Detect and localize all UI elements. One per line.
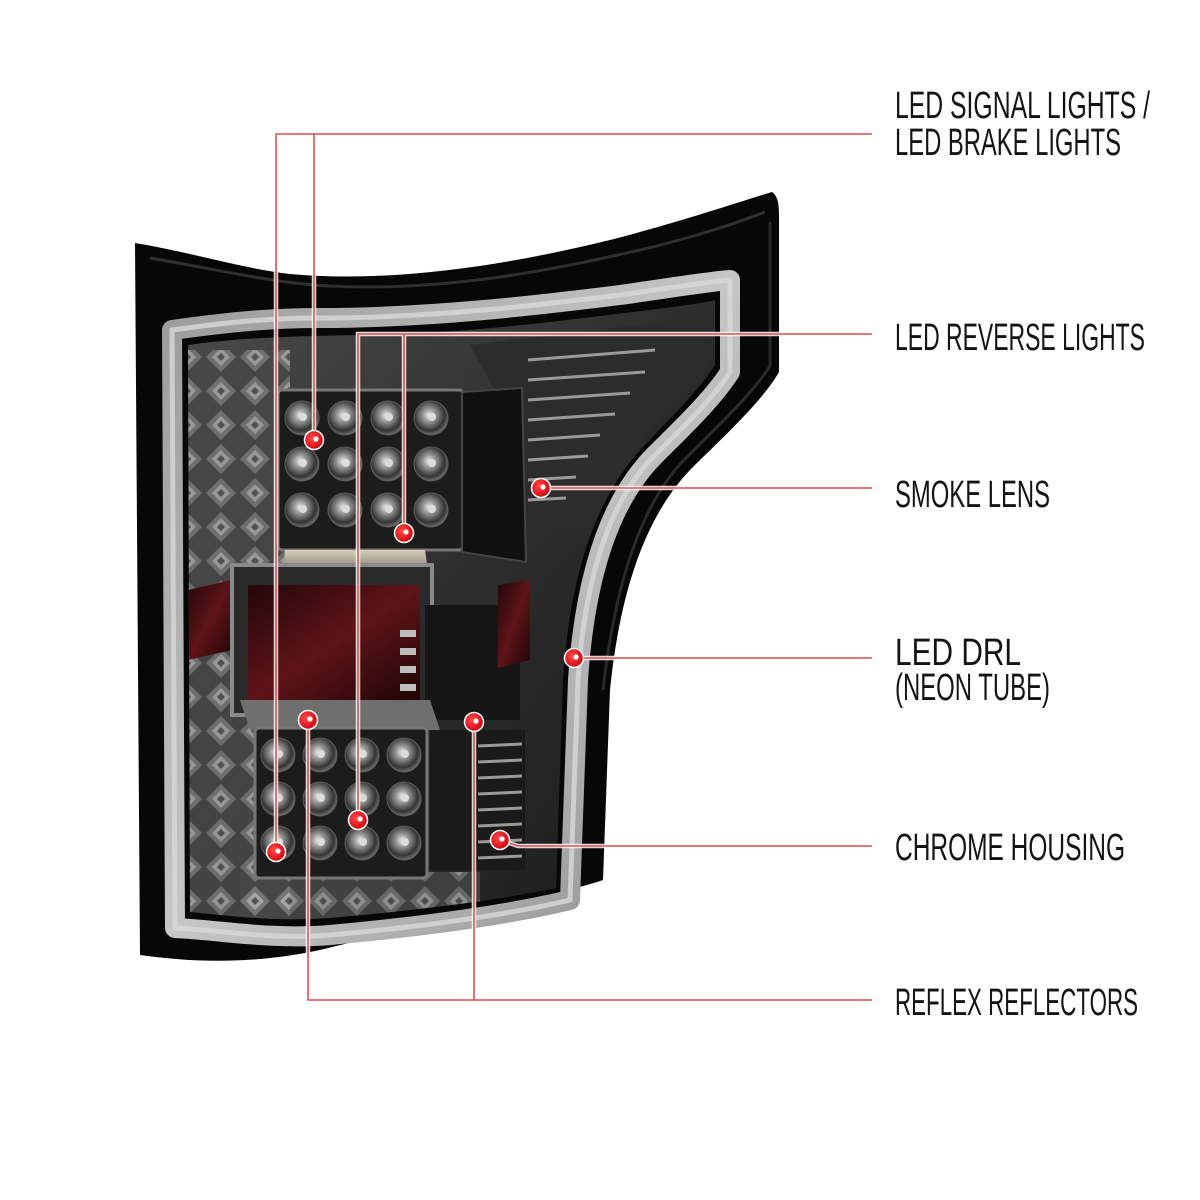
label-signal-brake-line1: LED SIGNAL LIGHTS /: [895, 85, 1150, 127]
led-diode: [428, 459, 436, 467]
leader-line: [275, 133, 872, 852]
led-diode: [342, 505, 350, 513]
neon-tube-highlight: [169, 277, 733, 939]
label-drl-line1: LED DRL: [895, 632, 1021, 674]
slot: [400, 648, 416, 655]
right-red-reflector: [498, 580, 530, 668]
marker-highlight: [573, 654, 579, 660]
label-reverse: LED REVERSE LIGHTS: [895, 317, 1145, 359]
leader-line: [357, 333, 872, 820]
marker-highlight: [307, 716, 313, 722]
fin: [527, 391, 631, 402]
fin: [527, 454, 589, 462]
fin: [477, 806, 523, 812]
led-diode: [299, 413, 307, 421]
callout-line-reflex-reflectors: [305, 720, 872, 1003]
marker-highlight: [403, 529, 409, 535]
fin: [527, 496, 567, 502]
callout-lines: [273, 131, 872, 1003]
fin: [477, 854, 523, 860]
led-diode: [342, 459, 350, 467]
housing-gloss: [149, 210, 766, 289]
callout-line-reverse: [355, 331, 872, 820]
marker-highlight: [357, 816, 363, 822]
led-diode: [359, 838, 367, 846]
led-diode: [317, 794, 325, 802]
label-signal-brake-line2: LED BRAKE LIGHTS: [895, 122, 1121, 164]
led-diode: [401, 750, 409, 758]
led-diode: [385, 505, 393, 513]
callout-markers: [265, 429, 585, 863]
red-dot-icon: [489, 829, 511, 851]
housing-edge-gloss: [601, 222, 772, 691]
led-diode: [428, 413, 436, 421]
lower-fin-block: [430, 730, 525, 870]
led-diode: [299, 459, 307, 467]
led-diode: [401, 838, 409, 846]
left-red-reflector: [188, 580, 232, 660]
marker-highlight: [499, 836, 505, 842]
red-dot-icon: [347, 809, 369, 831]
led-diode: [299, 505, 307, 513]
slot: [400, 684, 416, 691]
red-dot-icon: [265, 841, 287, 863]
label-reflex-reflectors: REFLEX REFLECTORS: [895, 982, 1138, 1024]
label-smoke-lens: SMOKE LENS: [895, 474, 1050, 516]
red-dot-icon: [463, 711, 485, 733]
tail-light: [135, 192, 779, 961]
chrome-ledge: [240, 700, 440, 730]
fin: [477, 822, 523, 828]
upper-fin-panel: [470, 318, 712, 525]
led-diode: [359, 750, 367, 758]
fin: [477, 790, 523, 796]
led-diode: [401, 794, 409, 802]
fin: [527, 348, 656, 362]
marker-highlight: [313, 436, 319, 442]
fin: [527, 412, 616, 422]
label-drl-line2: (NEON TUBE): [895, 667, 1050, 709]
red-dot-icon: [303, 429, 325, 451]
led-diode: [385, 459, 393, 467]
leader-line: [307, 720, 872, 1001]
red-dot-icon: [297, 709, 319, 731]
lower-led-housing: [253, 726, 429, 880]
label-chrome-housing: CHROME HOUSING: [895, 827, 1125, 869]
led-diode: [317, 750, 325, 758]
callout-line-signal-brake: [273, 131, 872, 852]
fin: [477, 742, 523, 748]
fin: [527, 370, 646, 382]
led-diode: [428, 505, 436, 513]
marker-highlight: [540, 484, 546, 490]
upper-dark-block: [461, 386, 528, 564]
led-diode: [359, 794, 367, 802]
red-dot-icon: [563, 647, 585, 669]
led-diode: [317, 838, 325, 846]
slot: [400, 666, 416, 673]
callout-labels: LED SIGNAL LIGHTS / LED BRAKE LIGHTS LED…: [895, 85, 1150, 1024]
marker-highlight: [275, 848, 281, 854]
marker-highlight: [473, 718, 479, 724]
led-diode: [342, 413, 350, 421]
lower-led-array: [260, 737, 422, 861]
fin: [527, 433, 601, 442]
red-dot-icon: [393, 522, 415, 544]
upper-led-array: [284, 400, 449, 528]
fin: [477, 774, 523, 780]
fin: [477, 758, 523, 764]
slot: [400, 630, 416, 637]
lens-internals: [188, 318, 712, 920]
led-diode: [385, 413, 393, 421]
red-dot-icon: [530, 477, 552, 499]
